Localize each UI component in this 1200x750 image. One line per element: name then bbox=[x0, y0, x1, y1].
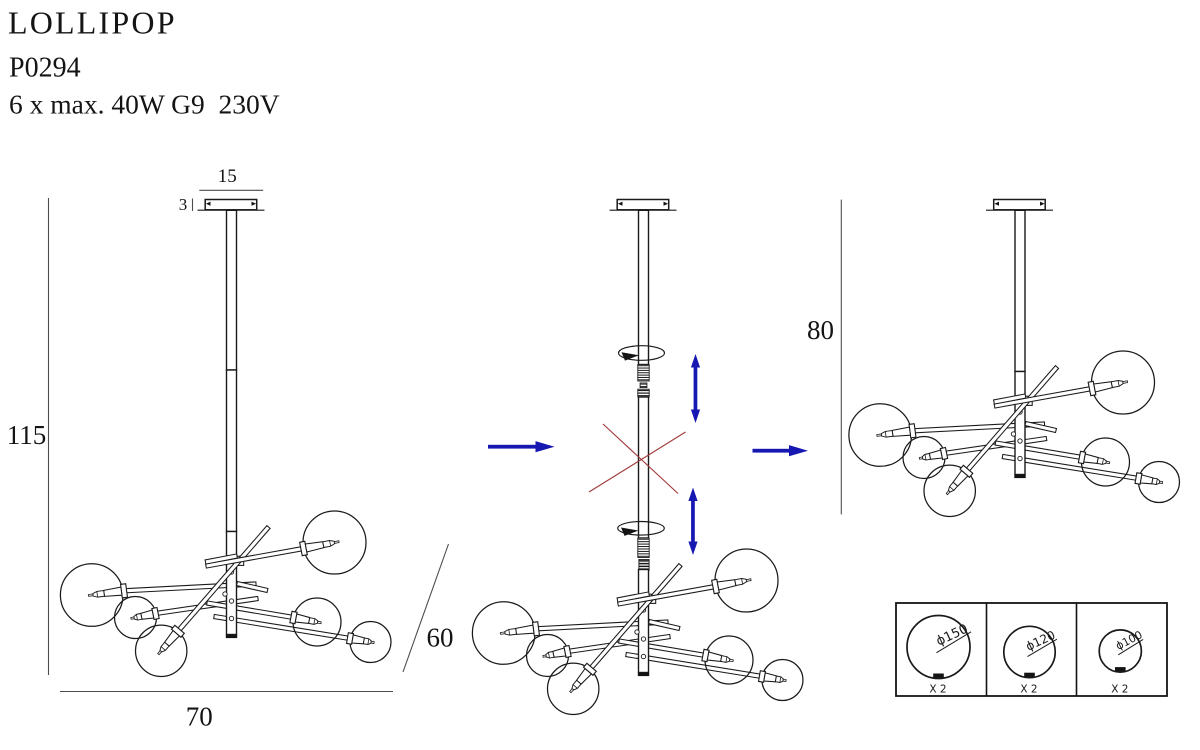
diameter-line bbox=[1118, 638, 1144, 656]
legend-item-1: ϕ150 X 2 bbox=[906, 614, 972, 696]
qty-label: X 2 bbox=[1111, 684, 1128, 696]
dimension-80: 80 bbox=[807, 199, 842, 515]
dimension-15: 15 bbox=[199, 166, 264, 191]
product-code: P0294 bbox=[9, 53, 81, 84]
product-title: LOLLIPOP bbox=[8, 5, 177, 41]
qty-label: X 2 bbox=[1020, 684, 1037, 696]
diameter-line bbox=[936, 631, 972, 654]
dimension-70: 70 bbox=[60, 690, 393, 732]
legend-border bbox=[895, 602, 1168, 697]
move-up-down-arrow-lower-icon bbox=[688, 487, 698, 555]
view-compact: 80 bbox=[807, 198, 1181, 518]
view-front: 115 70 60 15 3 bbox=[7, 166, 454, 732]
dim-label-115: 115 bbox=[7, 420, 47, 450]
rod-upper-segment bbox=[637, 209, 650, 366]
dim-label-80: 80 bbox=[807, 315, 834, 345]
dim-label-70: 70 bbox=[186, 702, 213, 732]
legend-item-2: ϕ120 X 2 bbox=[1002, 625, 1058, 696]
diameter-label: ϕ150 bbox=[934, 622, 971, 650]
socket-mark bbox=[933, 673, 944, 678]
rotation-arrow-upper-icon bbox=[617, 345, 666, 361]
rod-middle-segment bbox=[225, 369, 238, 533]
dim-label-3: 3 bbox=[179, 195, 188, 214]
view-adjustability bbox=[471, 198, 808, 716]
diameter-line bbox=[1027, 638, 1058, 658]
socket-mark bbox=[1115, 667, 1126, 672]
dim-label-15: 15 bbox=[218, 166, 237, 187]
threaded-joint-lower bbox=[637, 537, 650, 571]
dimension-115: 115 bbox=[7, 198, 50, 675]
move-up-down-arrow-upper-icon bbox=[690, 354, 701, 423]
product-spec: 6 x max. 40W G9 230V bbox=[9, 89, 280, 120]
qty-label: X 2 bbox=[929, 684, 946, 696]
rod-middle-segment bbox=[637, 396, 650, 539]
diameter-label: ϕ120 bbox=[1024, 628, 1058, 654]
dimension-3: 3 bbox=[179, 195, 194, 214]
sphere-size-circle bbox=[1098, 629, 1143, 673]
pivot-cross-icon bbox=[588, 423, 686, 494]
rotation-arrow-lower-icon bbox=[617, 520, 665, 536]
socket-mark bbox=[1024, 672, 1035, 678]
sphere-size-circle bbox=[1002, 625, 1057, 679]
dim-label-60: 60 bbox=[427, 623, 454, 653]
title-block: LOLLIPOP P0294 6 x max. 40W G9 230V bbox=[8, 5, 280, 120]
sphere-size-circle bbox=[906, 614, 971, 680]
move-right-arrow-left-icon bbox=[488, 441, 555, 453]
rod-upper-segment bbox=[1014, 209, 1026, 373]
move-right-arrow-right-icon bbox=[752, 445, 808, 457]
dimension-60: 60 bbox=[402, 543, 454, 673]
rod-upper-segment bbox=[225, 209, 238, 371]
threaded-joint-upper bbox=[637, 364, 650, 398]
